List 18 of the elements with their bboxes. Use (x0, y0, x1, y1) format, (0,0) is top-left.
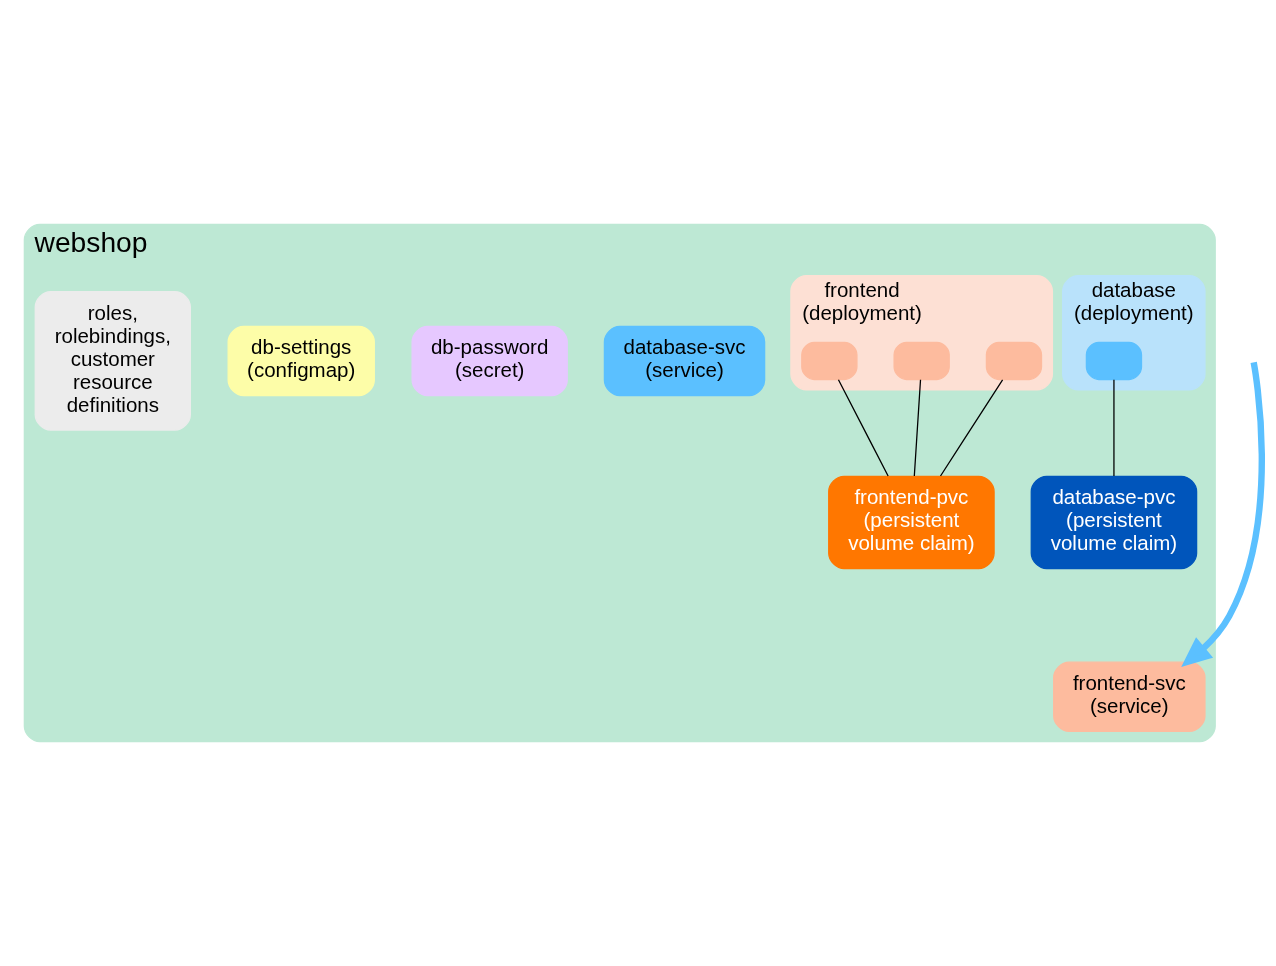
node-box: database-pvc (persistent volume claim) (1030, 475, 1198, 570)
arrow (1181, 361, 1265, 667)
cluster: frontend (deployment) (790, 275, 1054, 391)
node-box: db-settings (configmap) (227, 325, 375, 397)
node-box: db-password (secret) (411, 325, 568, 397)
connector (939, 379, 1004, 477)
connector (1113, 379, 1115, 477)
node-box (801, 341, 858, 381)
node-box (985, 341, 1043, 381)
node-box (1085, 341, 1143, 381)
node-box: database-svc (service) (603, 325, 766, 397)
node-box: frontend-pvc (persistent volume claim) (828, 475, 995, 570)
node-box: frontend-svc (service) (1053, 661, 1206, 732)
connector (837, 379, 889, 477)
node-box (893, 341, 950, 381)
node-box: roles, rolebindings, customer resource definitions (34, 291, 191, 431)
connector (913, 379, 922, 477)
cluster: database (deployment) (1062, 275, 1206, 391)
